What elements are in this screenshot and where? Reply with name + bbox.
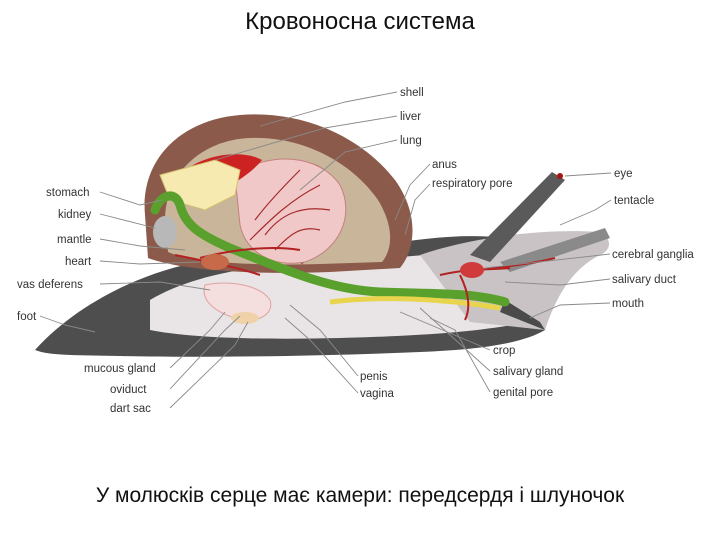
label-liver: liver: [400, 111, 421, 123]
label-shell: shell: [400, 87, 424, 99]
dart-sac: [231, 312, 259, 324]
label-salivary-duct: salivary duct: [612, 274, 677, 286]
label-stomach: stomach: [46, 187, 89, 199]
lung: [235, 159, 346, 263]
label-foot: foot: [17, 311, 37, 323]
label-kidney: kidney: [58, 209, 91, 221]
kidney: [153, 216, 177, 248]
label-vas-deferens: vas deferens: [17, 279, 83, 291]
caption: У молюсків серце має камери: передсердя …: [0, 484, 720, 508]
label-eye: eye: [614, 168, 633, 180]
label-cerebral-ganglia: cerebral ganglia: [612, 249, 694, 261]
bottom-labels: penis vagina: [360, 371, 394, 400]
label-heart: heart: [65, 256, 92, 268]
label-respiratory-pore: respiratory pore: [432, 178, 513, 190]
label-mucous-gland: mucous gland: [84, 363, 156, 375]
label-tentacle: tentacle: [614, 195, 654, 207]
label-mouth: mouth: [612, 298, 644, 310]
cerebral-ganglia: [460, 262, 484, 278]
label-dart-sac: dart sac: [110, 403, 151, 415]
label-lung: lung: [400, 135, 422, 147]
label-anus: anus: [432, 159, 457, 171]
label-penis: penis: [360, 371, 388, 383]
eye-spot: [557, 173, 563, 179]
label-vagina: vagina: [360, 388, 394, 400]
label-salivary-gland: salivary gland: [493, 366, 563, 378]
heart: [201, 254, 229, 270]
label-genital-pore: genital pore: [493, 387, 553, 399]
label-crop: crop: [493, 345, 515, 357]
label-oviduct: oviduct: [110, 384, 147, 396]
label-mantle: mantle: [57, 234, 92, 246]
